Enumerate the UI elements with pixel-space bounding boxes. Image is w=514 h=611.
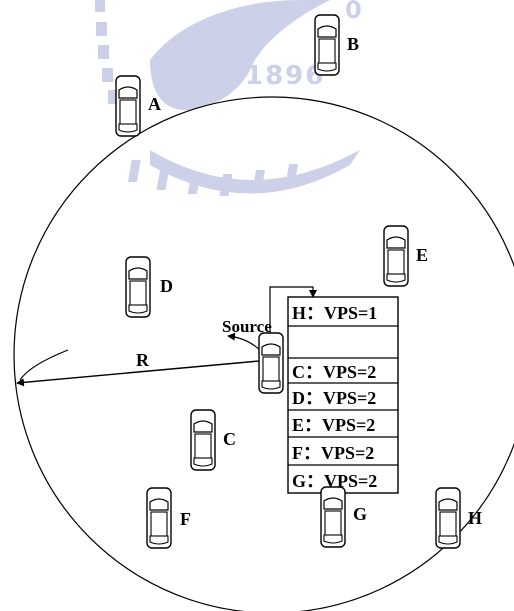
vps-row-c: C：VPS=2 [292,362,376,382]
source-arrow [228,336,262,352]
watermark-year: 1896 [245,61,325,91]
vehicle-b [315,15,339,75]
vps-row-e: E：VPS=2 [292,415,375,435]
vehicle-d [126,257,150,317]
vehicle-c [191,410,215,470]
vehicle-label-f: F [180,509,191,529]
vehicle-source [259,333,283,393]
vehicle-label-e: E [416,245,428,265]
vehicle-a [116,76,140,136]
vehicle-label-g: G [353,504,367,524]
vps-table: H：VPS=1 C：VPS=2 D：VPS=2 E：VPS=2 F：VPS=2 … [288,297,398,493]
vehicle-g [321,487,345,547]
vehicle-h [436,488,460,548]
vps-row-h: H：VPS=1 [292,303,377,323]
vps-row-d: D：VPS=2 [292,388,376,408]
vehicle-f [147,488,171,548]
vehicle-e [384,226,408,286]
vehicle-label-b: B [347,34,359,54]
vehicle-label-d: D [160,276,173,296]
watermark-digit: 0 [345,0,362,24]
vps-row-f: F：VPS=2 [292,443,374,463]
radius-label: R [136,350,150,370]
vehicle-label-h: H [468,508,482,528]
radius-swing-arc [20,350,68,380]
vehicle-label-c: C [223,429,236,449]
vehicle-label-a: A [148,94,161,114]
watermark-swoosh [150,0,330,110]
